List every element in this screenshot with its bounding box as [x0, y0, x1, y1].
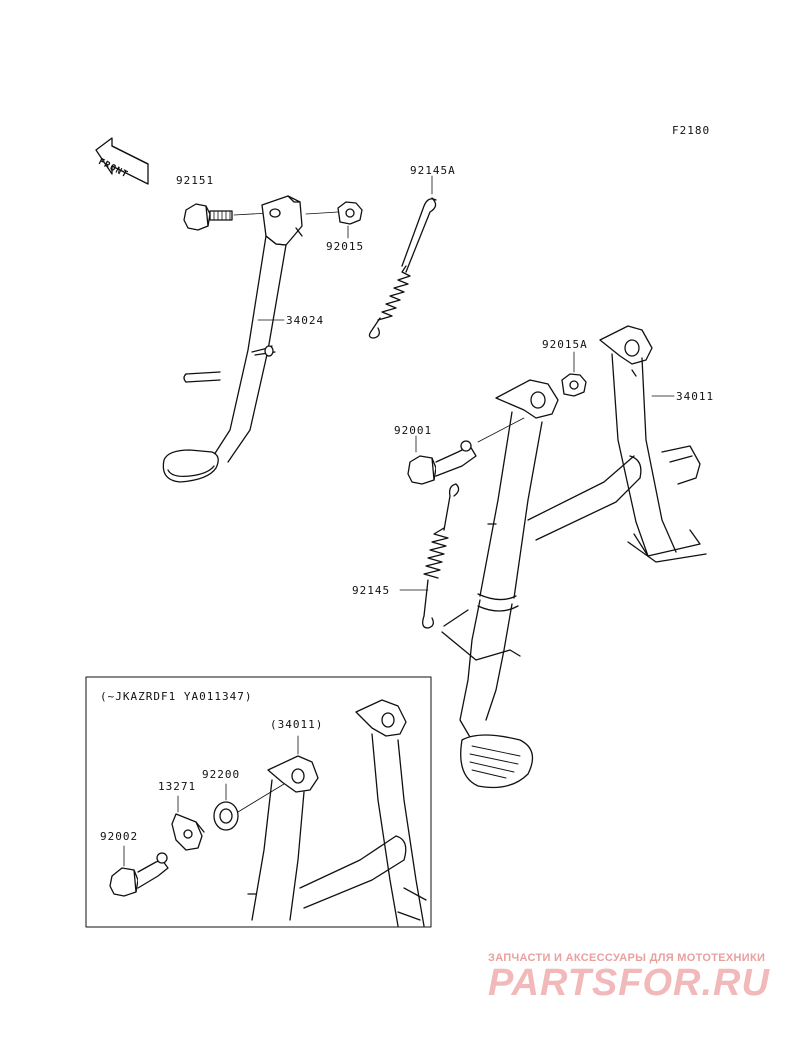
spring-92145-icon	[422, 483, 460, 629]
label-92200: 92200	[202, 768, 241, 781]
figure-code: F2180	[672, 124, 711, 137]
leader-washer-a	[237, 783, 285, 813]
label-92015a: 92015A	[542, 338, 588, 351]
label-92145: 92145	[352, 584, 391, 597]
mainstand-34011-icon	[441, 325, 707, 789]
label-92151: 92151	[176, 174, 215, 187]
spring-92145a-icon	[368, 197, 437, 339]
nut-92015-icon	[337, 201, 363, 225]
label-34024: 34024	[286, 314, 325, 327]
leader-nut	[305, 211, 339, 215]
bolt-92001-icon	[407, 440, 477, 485]
label-13271: 13271	[158, 780, 197, 793]
watermark-logo: PARTSFOR.RU	[488, 962, 770, 1004]
label-34011: 34011	[676, 390, 715, 403]
label-92015: 92015	[326, 240, 365, 253]
inset-frame	[85, 676, 432, 928]
inset-note: (~JKAZRDF1 YA011347)	[100, 690, 253, 703]
bolt-92151-icon	[183, 203, 233, 231]
label-34011-ref: (34011)	[270, 718, 324, 731]
leader-bolt-a	[477, 417, 525, 443]
label-92002: 92002	[100, 830, 139, 843]
watermark-tagline: ЗАПЧАСТИ И АКСЕССУАРЫ ДЛЯ МОТОТЕХНИКИ	[488, 952, 766, 964]
sidestand-34024-icon	[162, 195, 303, 483]
bolt-92002-icon	[109, 852, 169, 897]
label-92001: 92001	[394, 424, 433, 437]
front-arrow-icon	[95, 137, 149, 185]
nut-92015a-icon	[561, 373, 587, 397]
mainstand-ref-34011-icon	[247, 699, 427, 927]
plate-13271-icon	[171, 813, 205, 851]
washer-92200-icon	[213, 801, 239, 831]
label-92145a: 92145A	[410, 164, 456, 177]
